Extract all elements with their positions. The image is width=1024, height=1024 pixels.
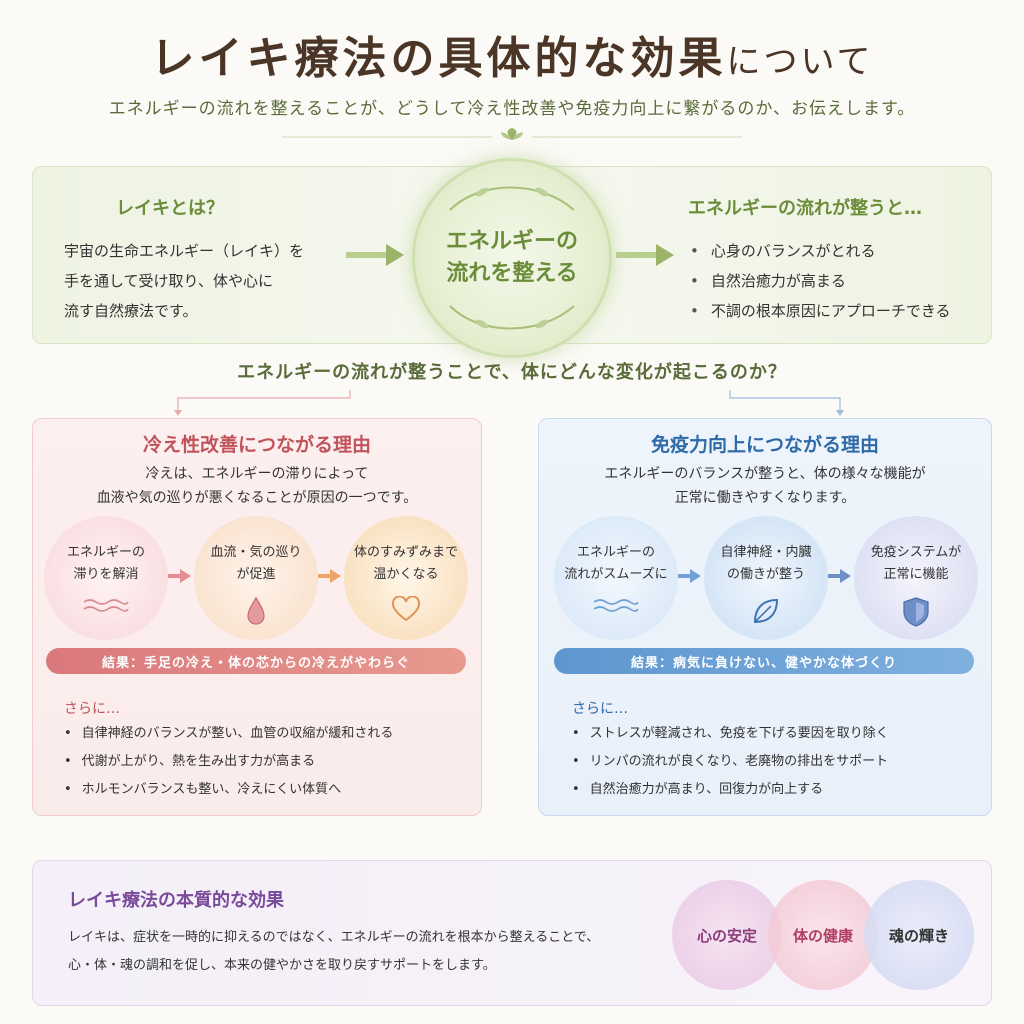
heart-icon	[391, 596, 421, 622]
step-line: 流れがスムーズに	[564, 567, 668, 582]
immune-more-heading: さらに…	[572, 701, 628, 717]
step-line: 体のすみずみまで	[353, 545, 458, 560]
cold-heading: 冷え性改善につながる理由	[142, 434, 371, 456]
flow-benefits-list: 心身のバランスがとれる 自然治癒力が高まる 不調の根本原因にアプローチできる	[690, 236, 951, 326]
cold-step-2: 血流・気の巡り が促進	[194, 516, 318, 640]
cold-more-list: 自律神経のバランスが整い、血管の収縮が緩和される 代謝が上がり、熱を生み出す力が…	[64, 720, 394, 804]
immune-step-3: 免疫システムが 正常に機能	[854, 516, 978, 640]
immune-step-2: 自律神経・内臓 の働きが整う	[704, 516, 828, 640]
reiki-line: 手を通して受け取り、体や心に	[64, 272, 273, 290]
cold-step-3: 体のすみずみまで 温かくなる	[344, 516, 468, 640]
desc-line: 正常に働きやすくなります。	[674, 490, 856, 506]
list-item: ホルモンバランスも整い、冷えにくい体質へ	[64, 776, 393, 804]
list-item: 自然治癒力が高まる	[690, 266, 951, 296]
arrow-right-icon	[318, 569, 341, 583]
center-line: エネルギーの	[445, 229, 578, 254]
essence-line: レイキは、症状を一時的に抑えるのではなく、エネルギーの流れを根本から整えることで…	[68, 930, 600, 945]
page-title: レイキ療法の具体的な効果について	[0, 22, 1024, 86]
reiki-line: 流す自然療法です。	[64, 302, 198, 320]
arrow-right-icon	[828, 569, 851, 583]
cold-step-1: エネルギーの 滞りを解消	[44, 516, 168, 640]
shield-icon	[903, 597, 929, 627]
immune-step-1: エネルギーの 流れがスムーズに	[554, 516, 678, 640]
list-item: 心身のバランスがとれる	[690, 236, 951, 266]
list-item: ストレスが軽減され、免疫を下げる要因を取り除く	[572, 720, 889, 748]
step-line: 温かくなる	[373, 567, 439, 582]
branch-connector-icon	[174, 390, 844, 416]
essence-line: 心・体・魂の調和を促し、本来の健やかさを取り戻すサポートをします。	[68, 958, 496, 973]
drop-icon	[247, 596, 265, 625]
arrow-right-icon	[678, 569, 701, 583]
step-line: の働きが整う	[726, 567, 805, 582]
step-line: エネルギーの	[66, 545, 145, 560]
step-line: 滞りを解消	[73, 567, 139, 582]
venn-circle-body: 体の健康	[768, 880, 878, 990]
list-item: 代謝が上がり、熱を生み出す力が高まる	[64, 748, 393, 776]
essence-heading: レイキ療法の本質的な効果	[68, 890, 284, 911]
arrow-right-icon	[616, 244, 674, 266]
cold-result-bar: 結果：手足の冷え・体の芯からの冷えがやわらぐ	[46, 648, 466, 674]
arrow-right-icon	[168, 569, 191, 583]
list-item: リンパの流れが良くなり、老廃物の排出をサポート	[572, 748, 889, 776]
arrow-right-icon	[346, 244, 404, 266]
leaf-icon	[753, 598, 779, 624]
desc-line: エネルギーのバランスが整うと、体の様々な機能が	[604, 466, 926, 482]
vine-ornament-icon	[449, 186, 575, 330]
reiki-heading: レイキとは？	[116, 198, 224, 219]
list-item: 不調の根本原因にアプローチできる	[690, 296, 951, 326]
flow-heading: エネルギーの流れが整うと…	[688, 198, 922, 219]
step-line: 正常に機能	[883, 567, 949, 582]
energy-circle	[412, 158, 612, 358]
list-item: 自律神経のバランスが整い、血管の収縮が緩和される	[64, 720, 394, 748]
energy-circle-text: エネルギーの 流れを整える	[412, 226, 612, 290]
immune-result-bar: 結果：病気に負けない、健やかな体づくり	[554, 648, 974, 674]
reiki-line: 宇宙の生命エネルギー（レイキ）を	[64, 242, 305, 260]
page-subtitle: エネルギーの流れを整えることが、どうして冷え性改善や免疫力向上に繋がるのか、お伝…	[108, 99, 916, 119]
step-line: 自律神経・内臓	[720, 545, 812, 560]
leaf-divider-icon	[282, 128, 742, 140]
step-line: 血流・気の巡り	[210, 545, 302, 560]
immune-description: エネルギーのバランスが整うと、体の様々な機能が 正常に働きやすくなります。	[538, 462, 992, 510]
immune-more-list: ストレスが軽減され、免疫を下げる要因を取り除く リンパの流れが良くなり、老廃物の…	[572, 720, 889, 804]
desc-line: 冷えは、エネルギーの滞りによって	[145, 466, 369, 482]
essence-description: レイキは、症状を一時的に抑えるのではなく、エネルギーの流れを根本から整えることで…	[68, 924, 668, 980]
reiki-description: 宇宙の生命エネルギー（レイキ）を 手を通して受け取り、体や心に 流す自然療法です…	[64, 236, 344, 326]
venn-circle-mind: 心の安定	[672, 880, 782, 990]
list-item: 自然治癒力が高まり、回復力が向上する	[572, 776, 889, 804]
question-heading: エネルギーの流れが整うことで、体にどんな変化が起こるのか？	[237, 362, 787, 383]
title-main: レイキ療法の具体的な効果	[150, 33, 727, 84]
center-line: 流れを整える	[446, 261, 578, 286]
immune-heading: 免疫力向上につながる理由	[650, 434, 879, 456]
wave-icon	[593, 599, 639, 612]
wave-icon	[83, 599, 129, 612]
cold-more-heading: さらに…	[64, 701, 120, 717]
cold-description: 冷えは、エネルギーの滞りによって 血液や気の巡りが悪くなることが原因の一つです。	[32, 462, 482, 510]
desc-line: 血液や気の巡りが悪くなることが原因の一つです。	[96, 490, 418, 506]
step-line: 免疫システムが	[870, 545, 962, 560]
venn-circle-soul: 魂の輝き	[864, 880, 974, 990]
title-tail: について	[726, 42, 874, 82]
step-line: が促進	[236, 567, 276, 582]
step-line: エネルギーの	[576, 545, 655, 560]
